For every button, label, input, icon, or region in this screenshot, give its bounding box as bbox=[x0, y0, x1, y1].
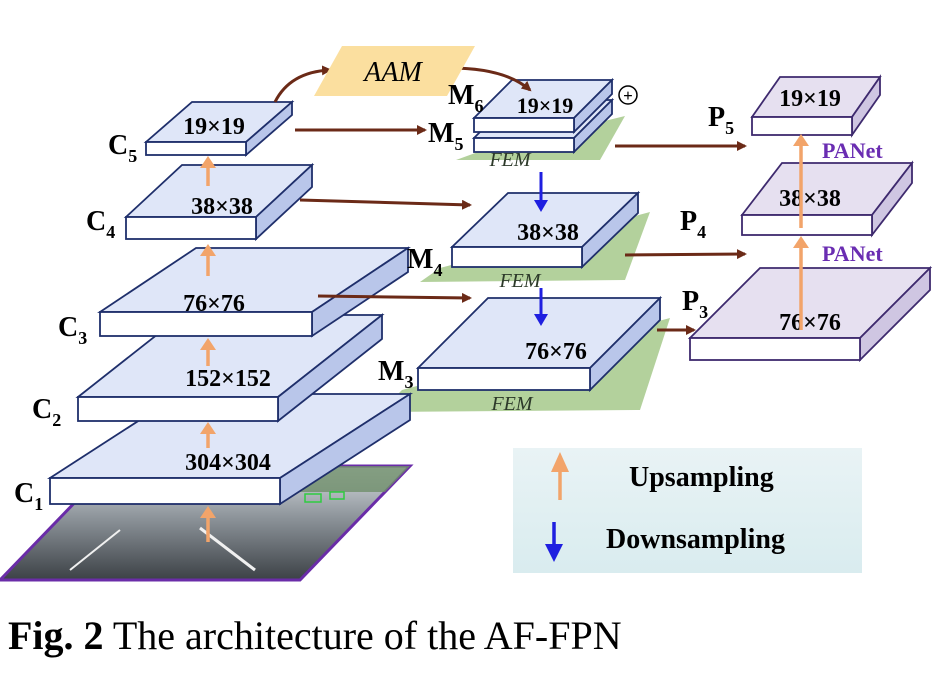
label-c3: C3 bbox=[58, 312, 87, 348]
label-p3-letter: P bbox=[682, 286, 699, 317]
label-c1-letter: C bbox=[14, 478, 34, 509]
label-m6-subscript: 6 bbox=[474, 96, 483, 116]
label-c3-letter: C bbox=[58, 312, 78, 343]
head-block-p3: 76×76 bbox=[687, 265, 933, 363]
panet-label-upper: PANet bbox=[822, 138, 883, 163]
fem-label: FEM bbox=[498, 270, 541, 292]
downsample-arrow-m4-m3 bbox=[534, 288, 548, 326]
fem-label: FEM bbox=[490, 393, 533, 415]
head-block-p4-size-label: 38×38 bbox=[779, 186, 841, 212]
label-c4-subscript: 4 bbox=[106, 222, 115, 242]
fem-label: FEM bbox=[488, 149, 531, 171]
head-block-p5: 19×19 bbox=[750, 74, 882, 138]
label-m4: M4 bbox=[407, 244, 442, 280]
label-c4-letter: C bbox=[86, 206, 106, 237]
neck-block-m6: 19×19 bbox=[471, 77, 615, 135]
label-c2-letter: C bbox=[32, 394, 52, 425]
upsample-arrow-image-c1 bbox=[200, 506, 216, 542]
neck-block-m6-size-label: 19×19 bbox=[517, 93, 574, 118]
upsample-arrow-p4-p5 bbox=[793, 134, 809, 228]
backbone-block-c4-size-label: 38×38 bbox=[191, 194, 253, 220]
upsampling-legend-icon bbox=[551, 452, 569, 500]
add-symbol: + bbox=[623, 86, 633, 105]
backbone-block-c4: 38×38 bbox=[123, 162, 315, 242]
label-p4-letter: P bbox=[680, 206, 697, 237]
neck-block-m4: 38×38 bbox=[449, 190, 641, 270]
neck-block-m3: 76×76 bbox=[415, 295, 663, 393]
label-m4-subscript: 4 bbox=[433, 260, 442, 280]
label-c5-letter: C bbox=[108, 130, 128, 161]
lateral-connections bbox=[273, 65, 747, 335]
upsample-arrow-c4-c5 bbox=[200, 156, 216, 186]
label-p3-subscript: 3 bbox=[699, 302, 708, 322]
downsampling-legend-icon bbox=[545, 522, 563, 562]
backbone-block-c2-size-label: 152×152 bbox=[185, 366, 271, 392]
upsampling-legend-label: Upsampling bbox=[629, 462, 774, 493]
backbone-block-c5: 19×19 bbox=[143, 100, 295, 157]
backbone-block-c1: 304×304 bbox=[46, 392, 414, 506]
label-c1-subscript: 1 bbox=[34, 494, 43, 514]
upsample-arrow-p3-p4 bbox=[793, 236, 809, 330]
add-operator: + bbox=[618, 85, 638, 105]
label-c5: C5 bbox=[108, 130, 137, 166]
backbone-block-c1-size-label: 304×304 bbox=[185, 450, 271, 476]
label-p5-subscript: 5 bbox=[725, 118, 734, 138]
label-m4-letter: M bbox=[407, 244, 433, 275]
downsample-arrow-m5-m4 bbox=[534, 172, 548, 212]
label-m6: M6 bbox=[448, 80, 483, 116]
panet-label-lower: PANet bbox=[822, 241, 883, 266]
label-c5-subscript: 5 bbox=[128, 146, 137, 166]
label-p4: P4 bbox=[680, 206, 706, 242]
label-m3: M3 bbox=[378, 356, 413, 392]
figure-number: Fig. 2 bbox=[8, 613, 104, 658]
label-p5: P5 bbox=[708, 102, 734, 138]
label-c2: C2 bbox=[32, 394, 61, 430]
label-c4: C4 bbox=[86, 206, 115, 242]
upsample-arrow-c1-c2 bbox=[200, 422, 216, 448]
c5-to-aam-arrow bbox=[273, 65, 332, 103]
backbone-block-c5-size-label: 19×19 bbox=[183, 114, 245, 140]
figure-caption-text: The architecture of the AF-FPN bbox=[103, 613, 622, 658]
label-c1: C1 bbox=[14, 478, 43, 514]
upsample-arrow-c2-c3 bbox=[200, 338, 216, 366]
label-c2-subscript: 2 bbox=[52, 410, 61, 430]
neck-block-m4-size-label: 38×38 bbox=[517, 220, 579, 246]
downsampling-legend-label: Downsampling bbox=[606, 524, 785, 555]
label-m3-letter: M bbox=[378, 356, 404, 387]
head-block-p3-size-label: 76×76 bbox=[779, 310, 841, 336]
label-p5-letter: P bbox=[708, 102, 725, 133]
label-m5: M5 bbox=[428, 118, 463, 154]
neck-block-m3-size-label: 76×76 bbox=[525, 339, 587, 365]
head-block-p5-size-label: 19×19 bbox=[779, 86, 841, 112]
label-m3-subscript: 3 bbox=[404, 372, 413, 392]
aam-label: AAM bbox=[362, 57, 423, 88]
label-m5-letter: M bbox=[428, 118, 454, 149]
backbone-block-c3-size-label: 76×76 bbox=[183, 291, 245, 317]
figure-caption: Fig. 2 The architecture of the AF-FPN bbox=[8, 612, 622, 659]
label-m5-subscript: 5 bbox=[454, 134, 463, 154]
label-m6-letter: M bbox=[448, 80, 474, 111]
label-p3: P3 bbox=[682, 286, 708, 322]
label-p4-subscript: 4 bbox=[697, 222, 706, 242]
legend-box bbox=[513, 448, 862, 573]
c4-to-m4-arrow bbox=[299, 198, 472, 210]
head-block-p4: 38×38 bbox=[740, 160, 914, 238]
label-c3-subscript: 3 bbox=[78, 328, 87, 348]
legend: Upsampling Downsampling bbox=[513, 448, 862, 573]
m4-to-p4-arrow bbox=[624, 249, 747, 260]
aam-module: AAM bbox=[314, 46, 475, 96]
c3-to-m3-arrow bbox=[317, 292, 472, 303]
upsample-arrow-c3-c4 bbox=[200, 244, 216, 276]
